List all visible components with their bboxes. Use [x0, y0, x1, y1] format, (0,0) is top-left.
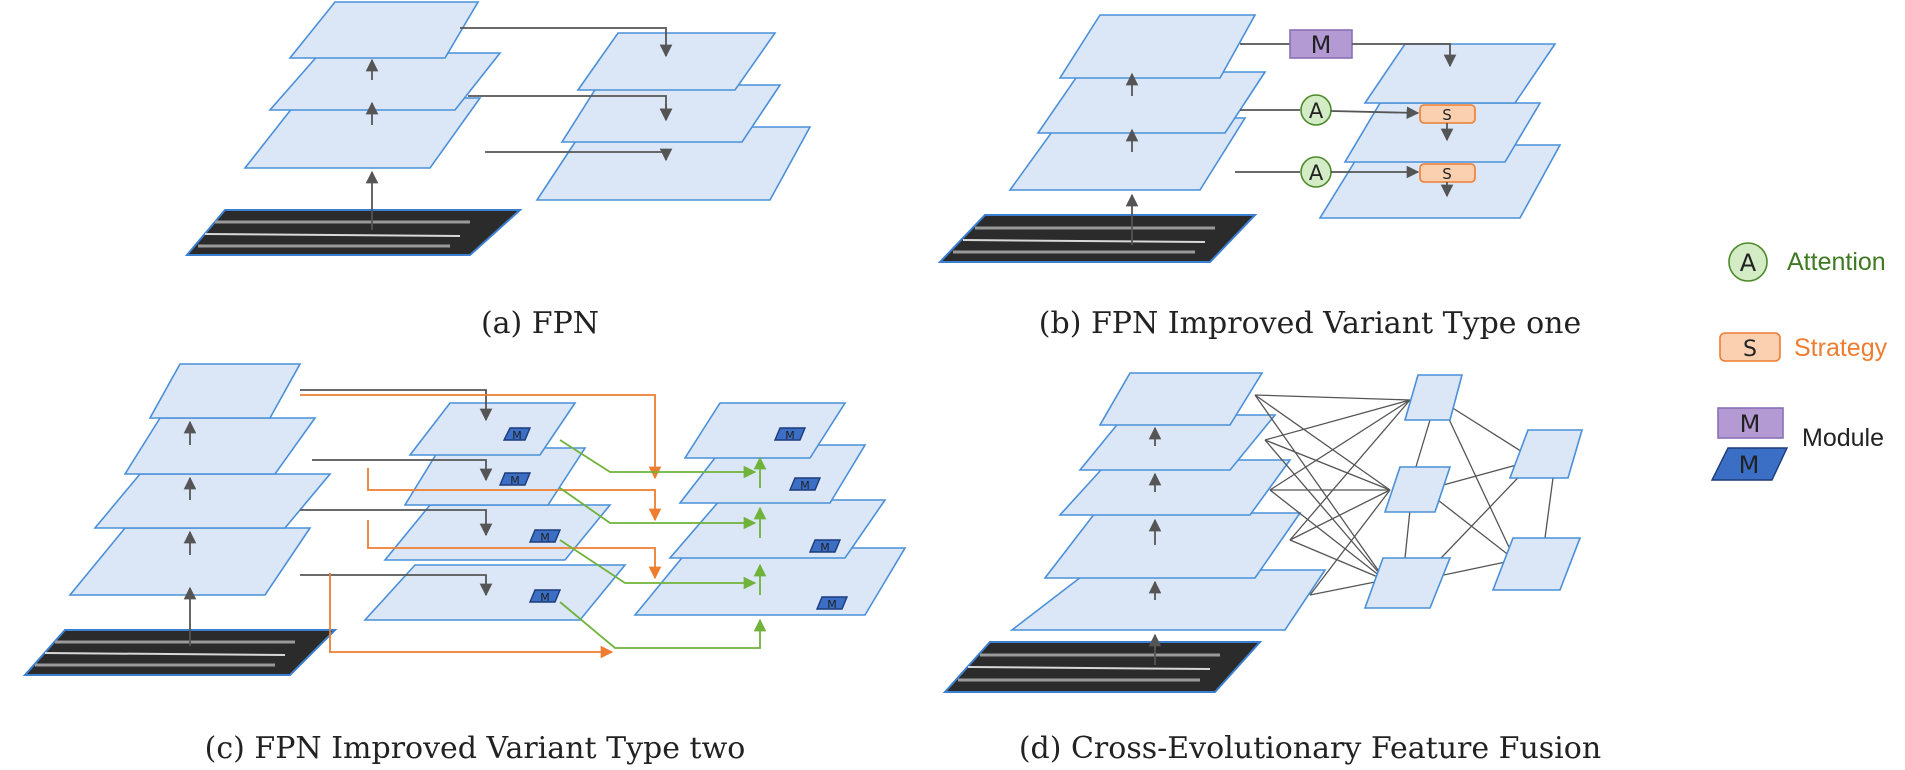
fusion-node [1363, 557, 1452, 609]
bottom-up-plane-1 [148, 363, 302, 419]
attention-symbol: A [1309, 161, 1324, 185]
fusion-node [1403, 374, 1464, 421]
input-image-plane [22, 629, 338, 676]
top-down-plane-1 [1363, 43, 1557, 104]
module-symbol: M [827, 598, 837, 611]
legend: A Attention S Strategy M M Module [1710, 242, 1888, 481]
bottom-up-plane-1 [288, 1, 480, 59]
module-block: M [502, 427, 532, 442]
legend-module-symbol-purple: M [1740, 410, 1761, 438]
attention-node: A [1300, 94, 1332, 126]
module-block: M [1289, 29, 1353, 59]
legend-strategy: S Strategy [1719, 332, 1888, 362]
module-block: M [498, 472, 532, 487]
fusion-connections [1254, 394, 1554, 596]
lateral-arrow [1330, 106, 1420, 120]
module-block: M [528, 589, 562, 604]
strategy-symbol: S [1442, 106, 1452, 124]
panel-b-fpn-variant-one: M A S A S (b) FPN Improved Variant Type … [937, 14, 1581, 341]
module-block: M [528, 529, 562, 544]
backbone-plane-1 [1098, 372, 1264, 426]
caption-d: (d) Cross-Evolutionary Feature Fusion [1019, 731, 1601, 766]
bottom-up-plane-3 [93, 473, 332, 529]
module-block: M [773, 427, 807, 442]
legend-attention-symbol: A [1740, 249, 1757, 277]
module-symbol: M [820, 541, 830, 554]
module-block: M [808, 539, 842, 554]
legend-attention-label: Attention [1787, 248, 1886, 276]
module-symbol: M [510, 474, 520, 487]
backbone-plane-5 [1009, 569, 1327, 631]
module-symbol: M [785, 429, 795, 442]
module-block: M [788, 477, 822, 492]
panel-a-fpn: (a) FPN [184, 1, 812, 341]
caption-c: (c) FPN Improved Variant Type two [205, 731, 746, 766]
attention-node: A [1300, 156, 1332, 188]
orange-skip-arrow [367, 468, 662, 522]
module-block: M [815, 596, 849, 611]
module-symbol: M [1311, 31, 1332, 59]
strategy-symbol: S [1442, 165, 1452, 183]
strategy-node: S [1419, 104, 1476, 124]
panel-c-fpn-variant-two: M M M M M M M M [22, 363, 907, 766]
middle-plane-3 [383, 504, 612, 561]
fusion-node [1508, 429, 1584, 479]
module-symbol: M [512, 429, 522, 442]
lateral-arrow [312, 459, 493, 482]
legend-module-symbol-blue: M [1739, 451, 1760, 479]
middle-plane-1 [408, 402, 577, 456]
top-down-plane-1 [576, 32, 777, 91]
strategy-node: S [1419, 163, 1476, 183]
module-symbol: M [540, 531, 550, 544]
legend-strategy-symbol: S [1743, 337, 1757, 362]
top-down-plane-2 [560, 84, 782, 143]
legend-attention: A Attention [1728, 242, 1886, 282]
lateral-arrow [1352, 43, 1457, 68]
bottom-up-plane-2 [1036, 71, 1267, 134]
backbone-plane-4 [1043, 512, 1302, 579]
lateral-arrow [485, 148, 673, 162]
orange-skip-arrow [367, 520, 662, 580]
bottom-up-plane-2 [123, 417, 317, 475]
module-symbol: M [540, 591, 550, 604]
orange-skip-arrow [329, 573, 614, 659]
attention-symbol: A [1309, 99, 1324, 123]
lateral-arrow [460, 27, 673, 58]
input-image-plane [937, 214, 1258, 263]
caption-a: (a) FPN [481, 306, 599, 341]
output-plane-1 [683, 402, 847, 459]
green-merge-arrow [559, 539, 757, 590]
legend-module-label: Module [1802, 424, 1884, 452]
legend-module: M M Module [1710, 407, 1884, 481]
fusion-node [1383, 466, 1452, 513]
green-merge-arrow [559, 439, 757, 479]
green-merge-arrow [559, 601, 767, 649]
lateral-arrow [300, 389, 493, 422]
lateral-arrow [300, 574, 493, 597]
legend-strategy-label: Strategy [1794, 334, 1888, 362]
green-merge-arrow [559, 487, 757, 530]
panel-d-cross-evolutionary-fusion: (d) Cross-Evolutionary Feature Fusion [942, 372, 1601, 766]
caption-b: (b) FPN Improved Variant Type one [1039, 306, 1581, 341]
module-symbol: M [800, 479, 810, 492]
fusion-node [1491, 537, 1582, 591]
middle-plane-2 [403, 447, 587, 506]
input-image-plane [184, 209, 523, 256]
bottom-up-plane-1 [1058, 14, 1257, 79]
orange-skip-arrow [300, 394, 662, 480]
middle-plane-4 [363, 564, 627, 621]
input-image-plane [942, 641, 1263, 693]
lateral-arrow [300, 509, 493, 537]
